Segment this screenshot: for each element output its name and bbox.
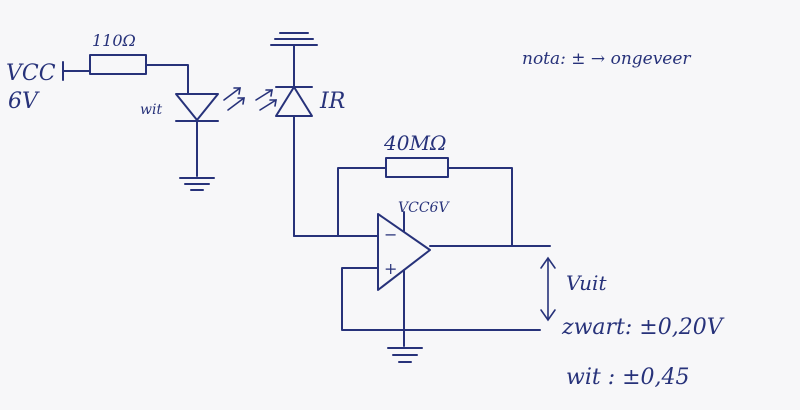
ir-photodiode [255, 86, 313, 237]
vcc-voltage-label: 6V [8, 89, 40, 114]
opamp-supply-label: VCC6V [398, 200, 450, 216]
vcc-label: VCC [6, 61, 56, 86]
opamp [377, 211, 551, 331]
ir-ground-symbol [270, 32, 318, 87]
resistor-110-label: 110Ω [92, 31, 136, 50]
led-label: wit [140, 102, 162, 118]
resistor-110 [89, 54, 189, 95]
wit-reading: wit : ±0,45 [566, 365, 690, 390]
zwart-reading: zwart: ±0,20V [561, 315, 725, 340]
note-text: nota: ± → ongeveer [522, 49, 691, 69]
opamp-minus: − [384, 225, 397, 244]
vcc-terminal [62, 61, 91, 81]
noninverting-loop [341, 267, 541, 347]
feedback-network [293, 157, 513, 247]
white-led [175, 87, 245, 177]
ir-label: IR [319, 89, 345, 114]
vuit-arrow [540, 256, 556, 322]
led-ground-symbol [179, 177, 215, 191]
opamp-plus: + [384, 259, 397, 278]
feedback-resistor-label: 40MΩ [383, 131, 447, 155]
vuit-label: Vuit [566, 271, 607, 295]
opamp-ground-symbol [387, 347, 423, 363]
